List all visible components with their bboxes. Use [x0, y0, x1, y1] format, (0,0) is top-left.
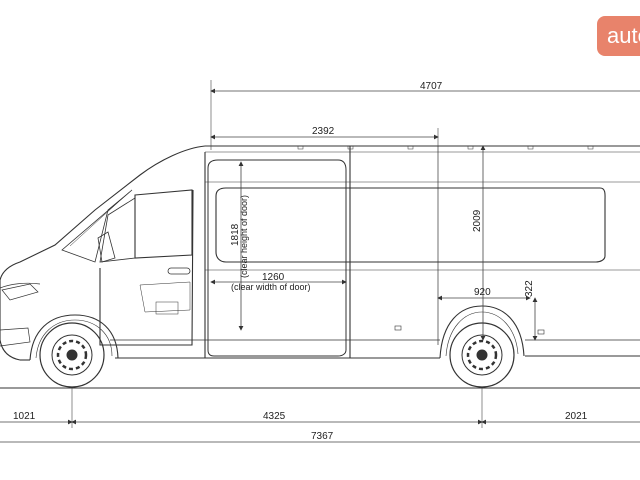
- dim-wheel-arch-width: 920: [474, 287, 491, 298]
- dimension-lines: [0, 80, 640, 443]
- dim-interior-height: 2009: [472, 209, 483, 232]
- auto-logo[interactable]: auto: [597, 16, 640, 56]
- dim-wheel-arch-height: 322: [524, 280, 535, 297]
- dim-door-clear-width: 1260: [262, 272, 285, 283]
- front-wheel: [39, 322, 105, 388]
- dim-rear-overhang: 2021: [565, 411, 588, 422]
- rear-wheel: [449, 322, 515, 388]
- dim-door-clear-height: 1818: [230, 223, 241, 246]
- dim-door-to-cargo-edge: 2392: [312, 126, 335, 137]
- dim-door-clear-width-note: (clear width of door): [231, 282, 311, 292]
- dim-overall-length: 7367: [311, 431, 334, 442]
- dim-wheelbase: 4325: [263, 411, 286, 422]
- van-body: [0, 145, 640, 361]
- dim-front-overhang: 1021: [13, 411, 36, 422]
- dim-cargo-length: 4707: [420, 81, 443, 92]
- dim-door-clear-height-note: (clear height of door): [239, 195, 249, 278]
